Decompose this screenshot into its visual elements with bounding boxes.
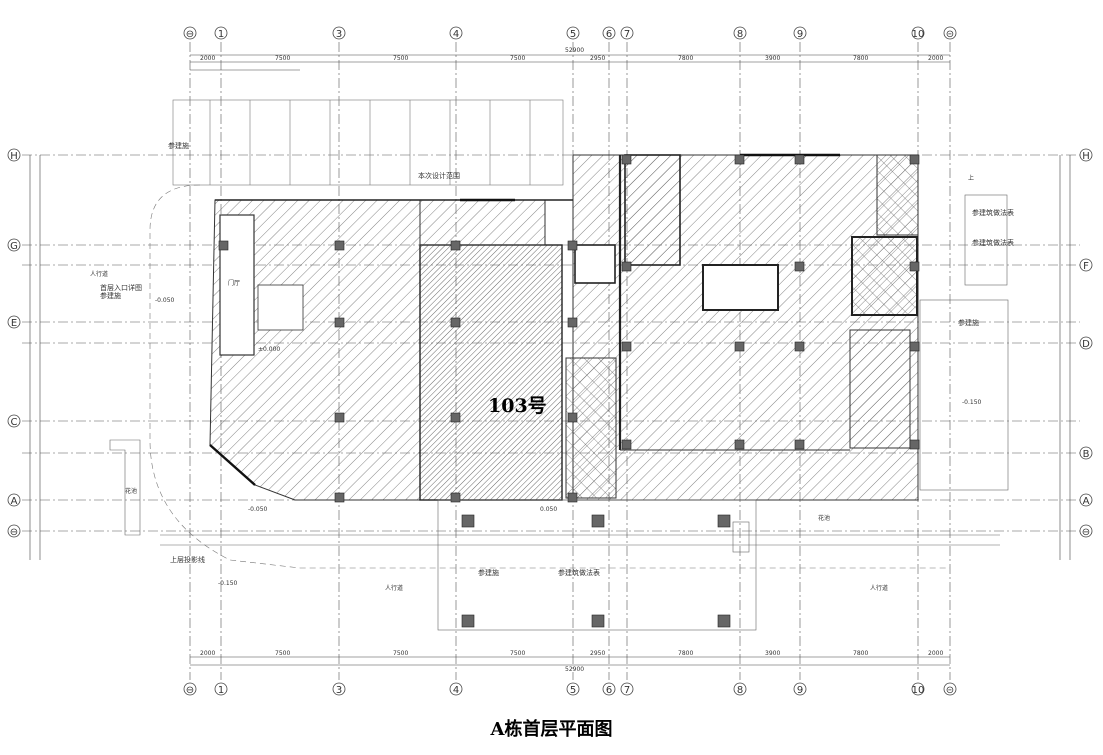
svg-text:7800: 7800 [678,650,693,657]
dimension-texts-top: 2000 7500 7500 7500 2950 7800 3900 7800 … [200,47,943,62]
axis-label: 7 [624,29,630,40]
axis-label: 3 [336,29,342,40]
axis-label: ⊝ [946,29,954,40]
svg-text:9: 9 [797,685,803,696]
axis-bubbles-top [183,26,957,40]
svg-text:3: 3 [336,685,342,696]
svg-text:10: 10 [912,685,925,696]
elevation: 0.050 [540,506,557,513]
svg-text:F: F [1083,261,1089,272]
axis-label: A [11,496,18,507]
ref-label: 参建施 [478,568,499,577]
ref-label: 首层入口详图 [100,283,142,292]
svg-text:A: A [1083,496,1090,507]
row-labels-right: H F D B A ⊖ [1082,151,1090,538]
svg-text:⊖: ⊖ [186,685,194,696]
svg-text:8: 8 [737,685,743,696]
axis-label: 1 [218,29,224,40]
planter-label: 花池 [818,514,830,522]
dim-text: 7800 [678,55,693,62]
dim-text: 3900 [765,55,780,62]
axis-bubbles-bottom [183,682,957,696]
axis-label: E [11,318,17,329]
dim-text: 2000 [200,55,215,62]
plaza [109,194,1009,631]
row-bubbles-left [7,148,21,538]
svg-text:7500: 7500 [393,650,408,657]
axis-label: 5 [570,29,576,40]
unit-number: 103号 [488,395,547,417]
axis-label: G [10,241,18,252]
axis-labels-top: ⊖ 1 3 4 5 6 7 8 9 10 ⊝ [186,29,954,40]
dim-text: 2000 [928,55,943,62]
ref-label: 参建施 [168,141,189,150]
scope-label: 本次设计范围 [418,171,460,180]
svg-text:2000: 2000 [200,650,215,657]
dimension-texts-bottom: 2000 7500 7500 7500 2950 7800 3900 7800 … [200,650,943,673]
axis-label: ⊖ [10,527,18,538]
upper-projection-label: 上层投影线 [170,555,205,564]
svg-text:D: D [1082,339,1090,350]
svg-text:52900: 52900 [565,666,584,673]
axis-label: ⊖ [186,29,194,40]
dim-text: 7500 [510,55,525,62]
elevation: -0.150 [218,580,238,587]
dim-text: 7800 [853,55,868,62]
dim-text: 7500 [275,55,290,62]
svg-text:7: 7 [624,685,630,696]
floor-plan-drawing: 2000 7500 7500 7500 2950 7800 3900 7800 … [7,26,1093,696]
planter-label: 花池 [125,487,137,495]
axis-label: 9 [797,29,803,40]
axis-label: H [10,151,18,162]
elevation: -0.050 [248,506,268,513]
svg-text:⊖: ⊖ [1082,527,1090,538]
columns [218,154,920,628]
elevation: -0.150 [962,399,982,406]
svg-text:1: 1 [218,685,224,696]
axis-label: 8 [737,29,743,40]
building-body [209,153,919,501]
svg-text:6: 6 [606,685,612,696]
axis-label: C [11,417,18,428]
sidewalk-label: 人行道 [385,584,403,592]
svg-text:2000: 2000 [928,650,943,657]
sidewalk-label: 人行道 [90,270,108,278]
elevation: -0.050 [155,297,175,304]
ref-label: 参建筑做法表 [972,238,1014,247]
dimension-lines [29,54,1071,666]
svg-text:7800: 7800 [853,650,868,657]
ref-label: 参建施 [100,291,121,300]
ref-label: 参建施 [958,318,979,327]
elevation: ±0.000 [258,346,280,353]
svg-text:3900: 3900 [765,650,780,657]
annotations: 103号 本次设计范围 参建施 首层入口详图 参建施 参建筑做法表 参建筑做法表… [90,141,1014,592]
stair-label: 上 [968,174,974,182]
room-label: 门厅 [228,279,240,287]
svg-text:⊝: ⊝ [946,685,954,696]
dim-text: 7500 [393,55,408,62]
ref-label: 参建筑做法表 [558,568,600,577]
row-bubbles-right [1079,148,1093,538]
unit-103 [419,244,563,501]
svg-text:4: 4 [453,685,459,696]
ref-label: 参建筑做法表 [972,208,1014,217]
drawing-title: A栋首层平面图 [490,719,613,740]
svg-text:B: B [1083,449,1090,460]
upper-canopy [149,99,950,569]
row-labels-left: H G E C A ⊖ [10,151,18,538]
axis-label: 6 [606,29,612,40]
svg-text:7500: 7500 [275,650,290,657]
svg-text:7500: 7500 [510,650,525,657]
axis-label: 10 [912,29,925,40]
dim-text: 2950 [590,55,605,62]
dim-total: 52900 [565,47,584,54]
svg-text:H: H [1082,151,1090,162]
axis-labels-bottom: ⊖ 1 3 4 5 6 7 8 9 10 ⊝ [186,685,954,696]
svg-text:2950: 2950 [590,650,605,657]
sidewalk-label: 人行道 [870,584,888,592]
svg-text:5: 5 [570,685,576,696]
axis-label: 4 [453,29,459,40]
